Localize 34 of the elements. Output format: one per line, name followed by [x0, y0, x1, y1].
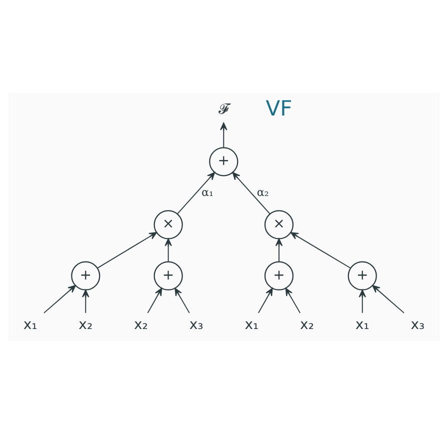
node-circle: ×: [264, 210, 294, 239]
arrow: [285, 287, 301, 313]
node-circle: +: [154, 260, 183, 290]
arrow: [174, 287, 190, 313]
node-text: x₃: [410, 316, 425, 333]
node-text: x₂: [134, 316, 148, 333]
arrow: [258, 287, 273, 313]
arrow: [358, 289, 366, 313]
node-text: x₁: [244, 316, 259, 333]
node-circle: +: [209, 146, 238, 176]
node-text: x₂: [300, 316, 314, 333]
node-text: x₃: [189, 316, 204, 333]
arrow: [43, 284, 76, 313]
node-circle: +: [348, 260, 377, 290]
label: VF: [266, 94, 292, 120]
node-text: x₁: [355, 316, 370, 333]
arrow: [290, 232, 352, 268]
arrow: [97, 232, 157, 268]
node-circle: ×: [154, 210, 183, 239]
arrow: [372, 284, 405, 313]
arrow: [82, 289, 90, 313]
arrow: [176, 172, 215, 214]
node-circle: +: [264, 260, 294, 290]
arrow: [275, 238, 283, 262]
arrow: [147, 287, 162, 313]
arrow: [220, 122, 228, 148]
node-circle: +: [71, 260, 100, 290]
edge-label: α₁: [202, 185, 214, 198]
node-text: x₁: [23, 316, 38, 333]
node-text: 𝓕: [218, 101, 229, 118]
arrow: [232, 172, 270, 214]
node-text: x₂: [78, 316, 93, 333]
edge-label: α₂: [256, 185, 269, 198]
arrow: [164, 238, 172, 262]
